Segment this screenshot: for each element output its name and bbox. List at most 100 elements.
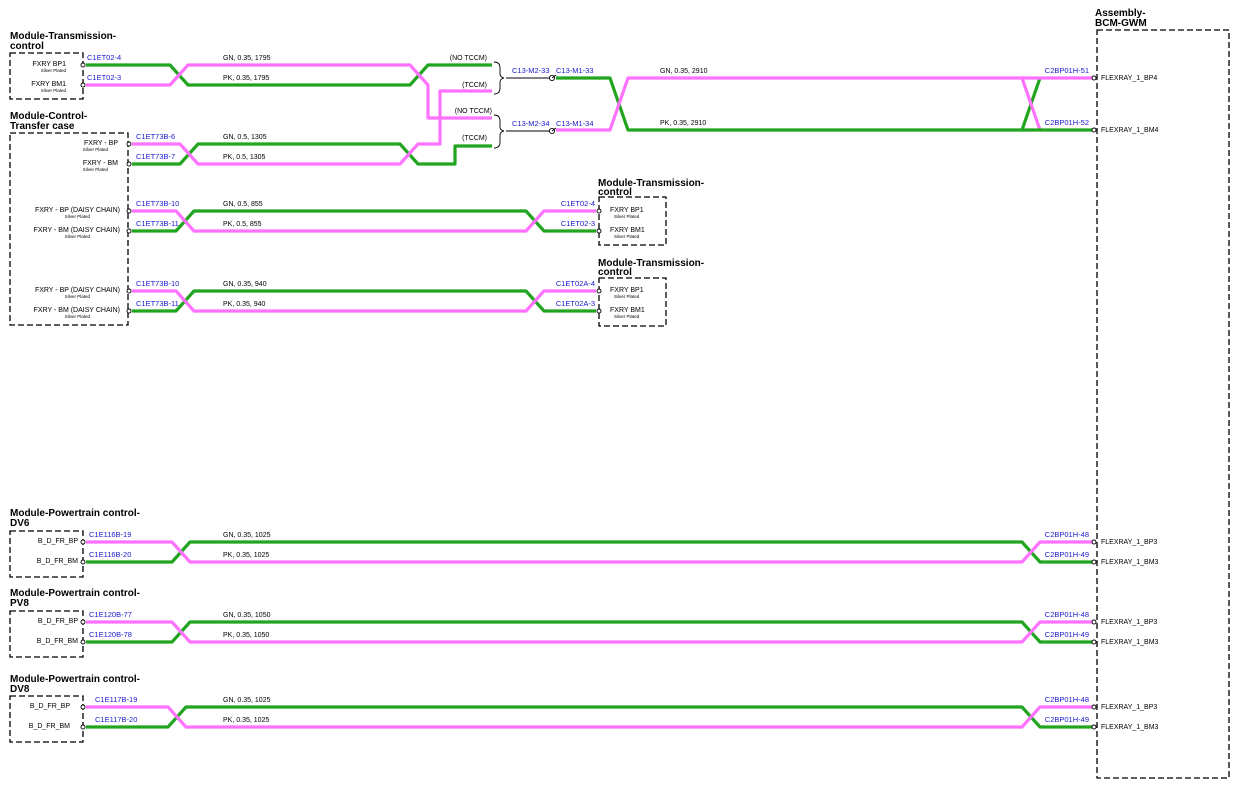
- wire-transfer-pk[interactable]: [132, 89, 492, 166]
- pin-label: FXRY BP1: [610, 287, 644, 294]
- connector-label: C1ET73B-6: [136, 132, 175, 141]
- terminal-icon: [596, 208, 602, 214]
- wire-daisy1-gn[interactable]: [132, 209, 596, 233]
- wire-splice-pk[interactable]: [556, 76, 1042, 132]
- terminal-icon: [1091, 127, 1097, 133]
- bcm-pin-label: FLEXRAY_1_BM3: [1101, 639, 1159, 646]
- terminal-icon: [80, 704, 86, 710]
- terminal-icon: [80, 619, 86, 625]
- terminal-icon: [596, 308, 602, 314]
- wire-dv6-gn[interactable]: [86, 540, 1092, 564]
- pin-label: FXRY BM1: [610, 307, 645, 314]
- option-braces: [493, 61, 557, 149]
- connector-label: C1ET02A-4: [556, 279, 595, 288]
- wire-spec-label: GN, 0.35, 1025: [223, 697, 271, 704]
- wire-dv8-pk[interactable]: [86, 705, 1092, 729]
- pin-label: B_D_FR_BP: [30, 703, 70, 710]
- wire-splice-gn[interactable]: [556, 76, 1042, 132]
- pin-plating: Silver Plated: [83, 147, 109, 152]
- terminal-icon: [1091, 704, 1097, 710]
- pin-plating: Silver Plated: [65, 294, 91, 299]
- connector-label: C2BP01H-48: [1045, 610, 1089, 619]
- wire-transfer-gn[interactable]: [132, 142, 492, 166]
- pcm-dv6-title: Module-Powertrain control-: [10, 508, 140, 519]
- tcm-mid1-title-2: control: [598, 187, 632, 198]
- connector-tick: [551, 74, 557, 79]
- pcm-dv6-title-2: DV6: [10, 518, 30, 529]
- pin-label: FXRY BM1: [610, 227, 645, 234]
- option-labels: (NO TCCM) (TCCM) (NO TCCM) (TCCM): [450, 55, 492, 142]
- pin-plating: Silver Plated: [614, 294, 640, 299]
- pin-plating: Silver Plated: [614, 234, 640, 239]
- terminal-icon: [126, 308, 132, 314]
- wire-daisy1-pk[interactable]: [132, 209, 596, 233]
- terminal-icon: [1091, 619, 1097, 625]
- bcm-pin-label: FLEXRAY_1_BM4: [1101, 127, 1159, 134]
- connector-label: C2BP01H-49: [1045, 715, 1089, 724]
- wire-daisy2-gn[interactable]: [132, 289, 596, 313]
- pin-label: FXRY BP1: [32, 61, 66, 68]
- terminal-icon: [126, 161, 132, 167]
- tcm-mid2-box: [598, 277, 667, 327]
- terminal-icon: [80, 559, 86, 565]
- bcm-pin-label: FLEXRAY_1_BM3: [1101, 724, 1159, 731]
- wire-spec-label: GN, 0.35, 1050: [223, 612, 271, 619]
- tcm-top-box: [9, 52, 84, 100]
- wires: [86, 63, 1092, 729]
- pin-label: B_D_FR_BM: [37, 558, 78, 565]
- bcm-pin-label: FLEXRAY_1_BP3: [1101, 619, 1157, 626]
- connector-label: C1ET73B-10: [136, 199, 179, 208]
- pin-label: FXRY - BP (DAISY CHAIN): [35, 207, 120, 214]
- pin-label: FXRY - BP (DAISY CHAIN): [35, 287, 120, 294]
- terminal-icon: [126, 141, 132, 147]
- wire-spec-label: PK, 0.35, 2910: [660, 120, 706, 127]
- pin-label: FXRY - BM (DAISY CHAIN): [34, 227, 120, 234]
- connector-label: C1ET73B-11: [136, 299, 179, 308]
- wire-daisy2-pk[interactable]: [132, 289, 596, 313]
- bcm-pin-label: FLEXRAY_1_BM3: [1101, 559, 1159, 566]
- wire-pv8-pk[interactable]: [86, 620, 1092, 644]
- connector-label: C1E120B-78: [89, 630, 132, 639]
- terminal-icon: [596, 288, 602, 294]
- wire-tcm-gn[interactable]: [86, 63, 492, 87]
- connector-tick: [551, 127, 557, 132]
- wire-spec-label: PK, 0.35, 1025: [223, 552, 269, 559]
- pin-label: FXRY BP1: [610, 207, 644, 214]
- transfer-case-title-2: Transfer case: [10, 121, 75, 132]
- connector-label: C1E116B-20: [89, 550, 131, 559]
- pcm-dv8-title-2: DV8: [10, 684, 30, 695]
- terminal-icon: [80, 639, 86, 645]
- wire-dv6-pk[interactable]: [86, 540, 1092, 564]
- module-titles: Module-Transmission- control Module-Cont…: [10, 8, 1147, 695]
- transfer-case-box: [9, 132, 129, 326]
- wire-spec-label: GN, 0.35, 2910: [660, 68, 708, 75]
- pcm-dv6-box: [9, 530, 84, 578]
- pcm-dv8-box: [9, 695, 84, 743]
- connector-labels: C1ET02-4 C1ET02-3 C1ET73B-6 C1ET73B-7 C1…: [87, 53, 1089, 724]
- pin-label: FXRY - BM: [83, 160, 118, 167]
- pin-label: B_D_FR_BP: [38, 538, 78, 545]
- connector-label: C1ET02-3: [87, 73, 121, 82]
- connector-label: C2BP01H-48: [1045, 530, 1089, 539]
- terminal-icon: [80, 62, 86, 68]
- wire-spec-label: PK, 0.5, 855: [223, 221, 262, 228]
- wire-spec-label: PK, 0.35, 940: [223, 301, 266, 308]
- connector-label: C13-M2-34: [512, 119, 550, 128]
- tcm-mid1-box: [598, 196, 667, 246]
- pin-label: B_D_FR_BM: [29, 723, 70, 730]
- connector-label: C1E120B-77: [89, 610, 132, 619]
- connector-label: C13-M2-33: [512, 66, 550, 75]
- connector-label: C1ET02A-3: [556, 299, 595, 308]
- pin-label: B_D_FR_BM: [37, 638, 78, 645]
- terminals: [80, 62, 1097, 730]
- connector-label: C1E116B-19: [89, 530, 131, 539]
- transfer-case-title: Module-Control-: [10, 111, 87, 122]
- wire-tcm-pk[interactable]: [86, 63, 492, 120]
- pin-plating: Silver Plated: [41, 88, 67, 93]
- bcm-pin-label: FLEXRAY_1_BP3: [1101, 704, 1157, 711]
- wire-pv8-gn[interactable]: [86, 620, 1092, 644]
- wire-spec-label: GN, 0.5, 1305: [223, 134, 267, 141]
- wire-dv8-gn[interactable]: [86, 705, 1092, 729]
- wire-spec-label: PK, 0.35, 1795: [223, 75, 269, 82]
- pcm-pv8-title: Module-Powertrain control-: [10, 588, 140, 599]
